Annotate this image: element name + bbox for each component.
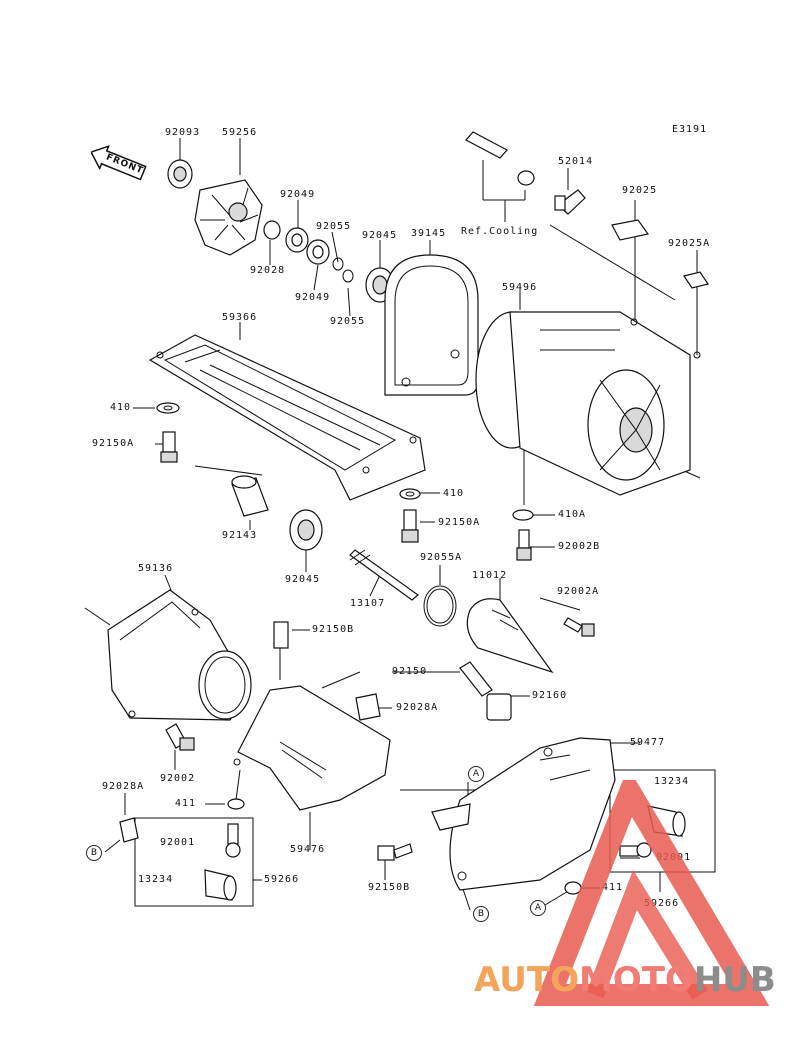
label-59476: 59476 [290, 844, 326, 855]
label-92028: 92028 [250, 265, 286, 276]
label-92002A: 92002A [557, 586, 600, 597]
part-59477-reverse-bucket [431, 737, 616, 891]
label-411-right: 411 [602, 882, 624, 893]
label-92001-left: 92001 [160, 837, 196, 848]
ref-cooling-hose [465, 131, 535, 186]
part-411-washer-left [227, 798, 245, 810]
watermark-brand: AUTOMOTOHUB [474, 960, 776, 1000]
label-92143: 92143 [222, 530, 258, 541]
callout-a-upper: A [468, 766, 484, 782]
part-410-washer-left [156, 402, 180, 414]
part-92002A-bolt [563, 617, 595, 637]
label-92045-lower: 92045 [285, 574, 321, 585]
label-59136: 59136 [138, 563, 174, 574]
part-92150A-bolt-left [160, 431, 178, 463]
label-92150B-lower: 92150B [368, 882, 411, 893]
watermark-auto: AUTO [474, 960, 579, 1000]
front-arrow-icon [90, 144, 147, 181]
part-92150B-bolt-lower [377, 843, 413, 861]
label-13107: 13107 [350, 598, 386, 609]
part-410A-washer [512, 509, 534, 521]
label-92150B-top: 92150B [312, 624, 355, 635]
label-92150A-left: 92150A [92, 438, 135, 449]
part-92055A-oring [423, 585, 457, 627]
part-92150B-bolt-top [273, 621, 289, 649]
part-59496-pump-case [475, 311, 701, 496]
label-410A: 410A [558, 509, 587, 520]
label-52014: 52014 [558, 156, 594, 167]
label-92055-bottom: 92055 [330, 316, 366, 327]
label-410-left: 410 [110, 402, 132, 413]
watermark-logo-icon [533, 780, 770, 1006]
part-92093-bearing [167, 159, 193, 189]
label-92150: 92150 [392, 666, 428, 677]
part-92001-ball-joint-right [619, 842, 652, 858]
label-92160: 92160 [532, 690, 568, 701]
label-92002B: 92002B [558, 541, 601, 552]
watermark-moto: MOTO [578, 960, 694, 1000]
part-13107-shaft [349, 549, 419, 601]
label-92028A: 92028A [396, 702, 439, 713]
part-13234-socket-left [204, 869, 237, 901]
part-11012-cap [466, 598, 554, 674]
part-92001-ball-joint-left [225, 823, 241, 858]
label-92055A: 92055A [420, 552, 463, 563]
label-410-mid: 410 [443, 488, 465, 499]
label-92025: 92025 [622, 185, 658, 196]
part-92055-orings [332, 257, 354, 283]
part-92028-collar [263, 220, 281, 240]
part-59136-nozzle-housing [107, 589, 252, 721]
label-39145: 39145 [411, 228, 447, 239]
part-92150A-bolt-mid [401, 509, 419, 543]
label-13234-left: 13234 [138, 874, 174, 885]
label-92093: 92093 [165, 127, 201, 138]
part-92025-shim [611, 219, 650, 241]
label-59496: 59496 [502, 282, 538, 293]
label-59366: 59366 [222, 312, 258, 323]
label-59266-left: 59266 [264, 874, 300, 885]
callout-b-lower: B [473, 906, 489, 922]
part-92025A-shim [683, 271, 709, 289]
part-92160-bushing [486, 693, 512, 721]
label-92055-top: 92055 [316, 221, 352, 232]
front-direction-indicator: FRONT [86, 140, 150, 186]
part-52014-fitting [554, 189, 586, 215]
part-92150-bolt [459, 661, 493, 697]
part-59256-impeller [194, 179, 263, 256]
label-92150A-mid: 92150A [438, 517, 481, 528]
label-92002: 92002 [160, 773, 196, 784]
label-92028A-left: 92028A [102, 781, 145, 792]
label-92049-top: 92049 [280, 189, 316, 200]
part-92049-seals [285, 227, 330, 265]
label-11012: 11012 [472, 570, 508, 581]
part-92002-bolt [165, 723, 195, 751]
label-59256: 59256 [222, 127, 258, 138]
watermark-hub: HUB [693, 960, 776, 1000]
label-92049-bottom: 92049 [295, 292, 331, 303]
label-13234-right: 13234 [654, 776, 690, 787]
callout-a-lower: A [530, 900, 546, 916]
part-92143-sleeve [231, 475, 269, 517]
part-59366-pump-cover [148, 334, 426, 501]
label-ref-cooling: Ref.Cooling [461, 226, 539, 237]
part-92028A-collar-left [119, 817, 139, 843]
label-411-left: 411 [175, 798, 197, 809]
part-39145-gasket [384, 254, 479, 396]
part-59476-steering-nozzle [233, 685, 391, 811]
diagram-code: E3191 [672, 124, 708, 135]
part-410-washer-mid [399, 488, 421, 500]
label-92025A: 92025A [668, 238, 711, 249]
part-92002B-bolt [516, 529, 532, 561]
part-92028A-collar [355, 693, 381, 721]
label-59266-right: 59266 [644, 898, 680, 909]
part-92045-bearing-lower [289, 509, 323, 551]
callout-b-left: B [86, 845, 102, 861]
label-92045-top: 92045 [362, 230, 398, 241]
label-59477: 59477 [630, 737, 666, 748]
kit-59266-left-box [134, 817, 254, 907]
